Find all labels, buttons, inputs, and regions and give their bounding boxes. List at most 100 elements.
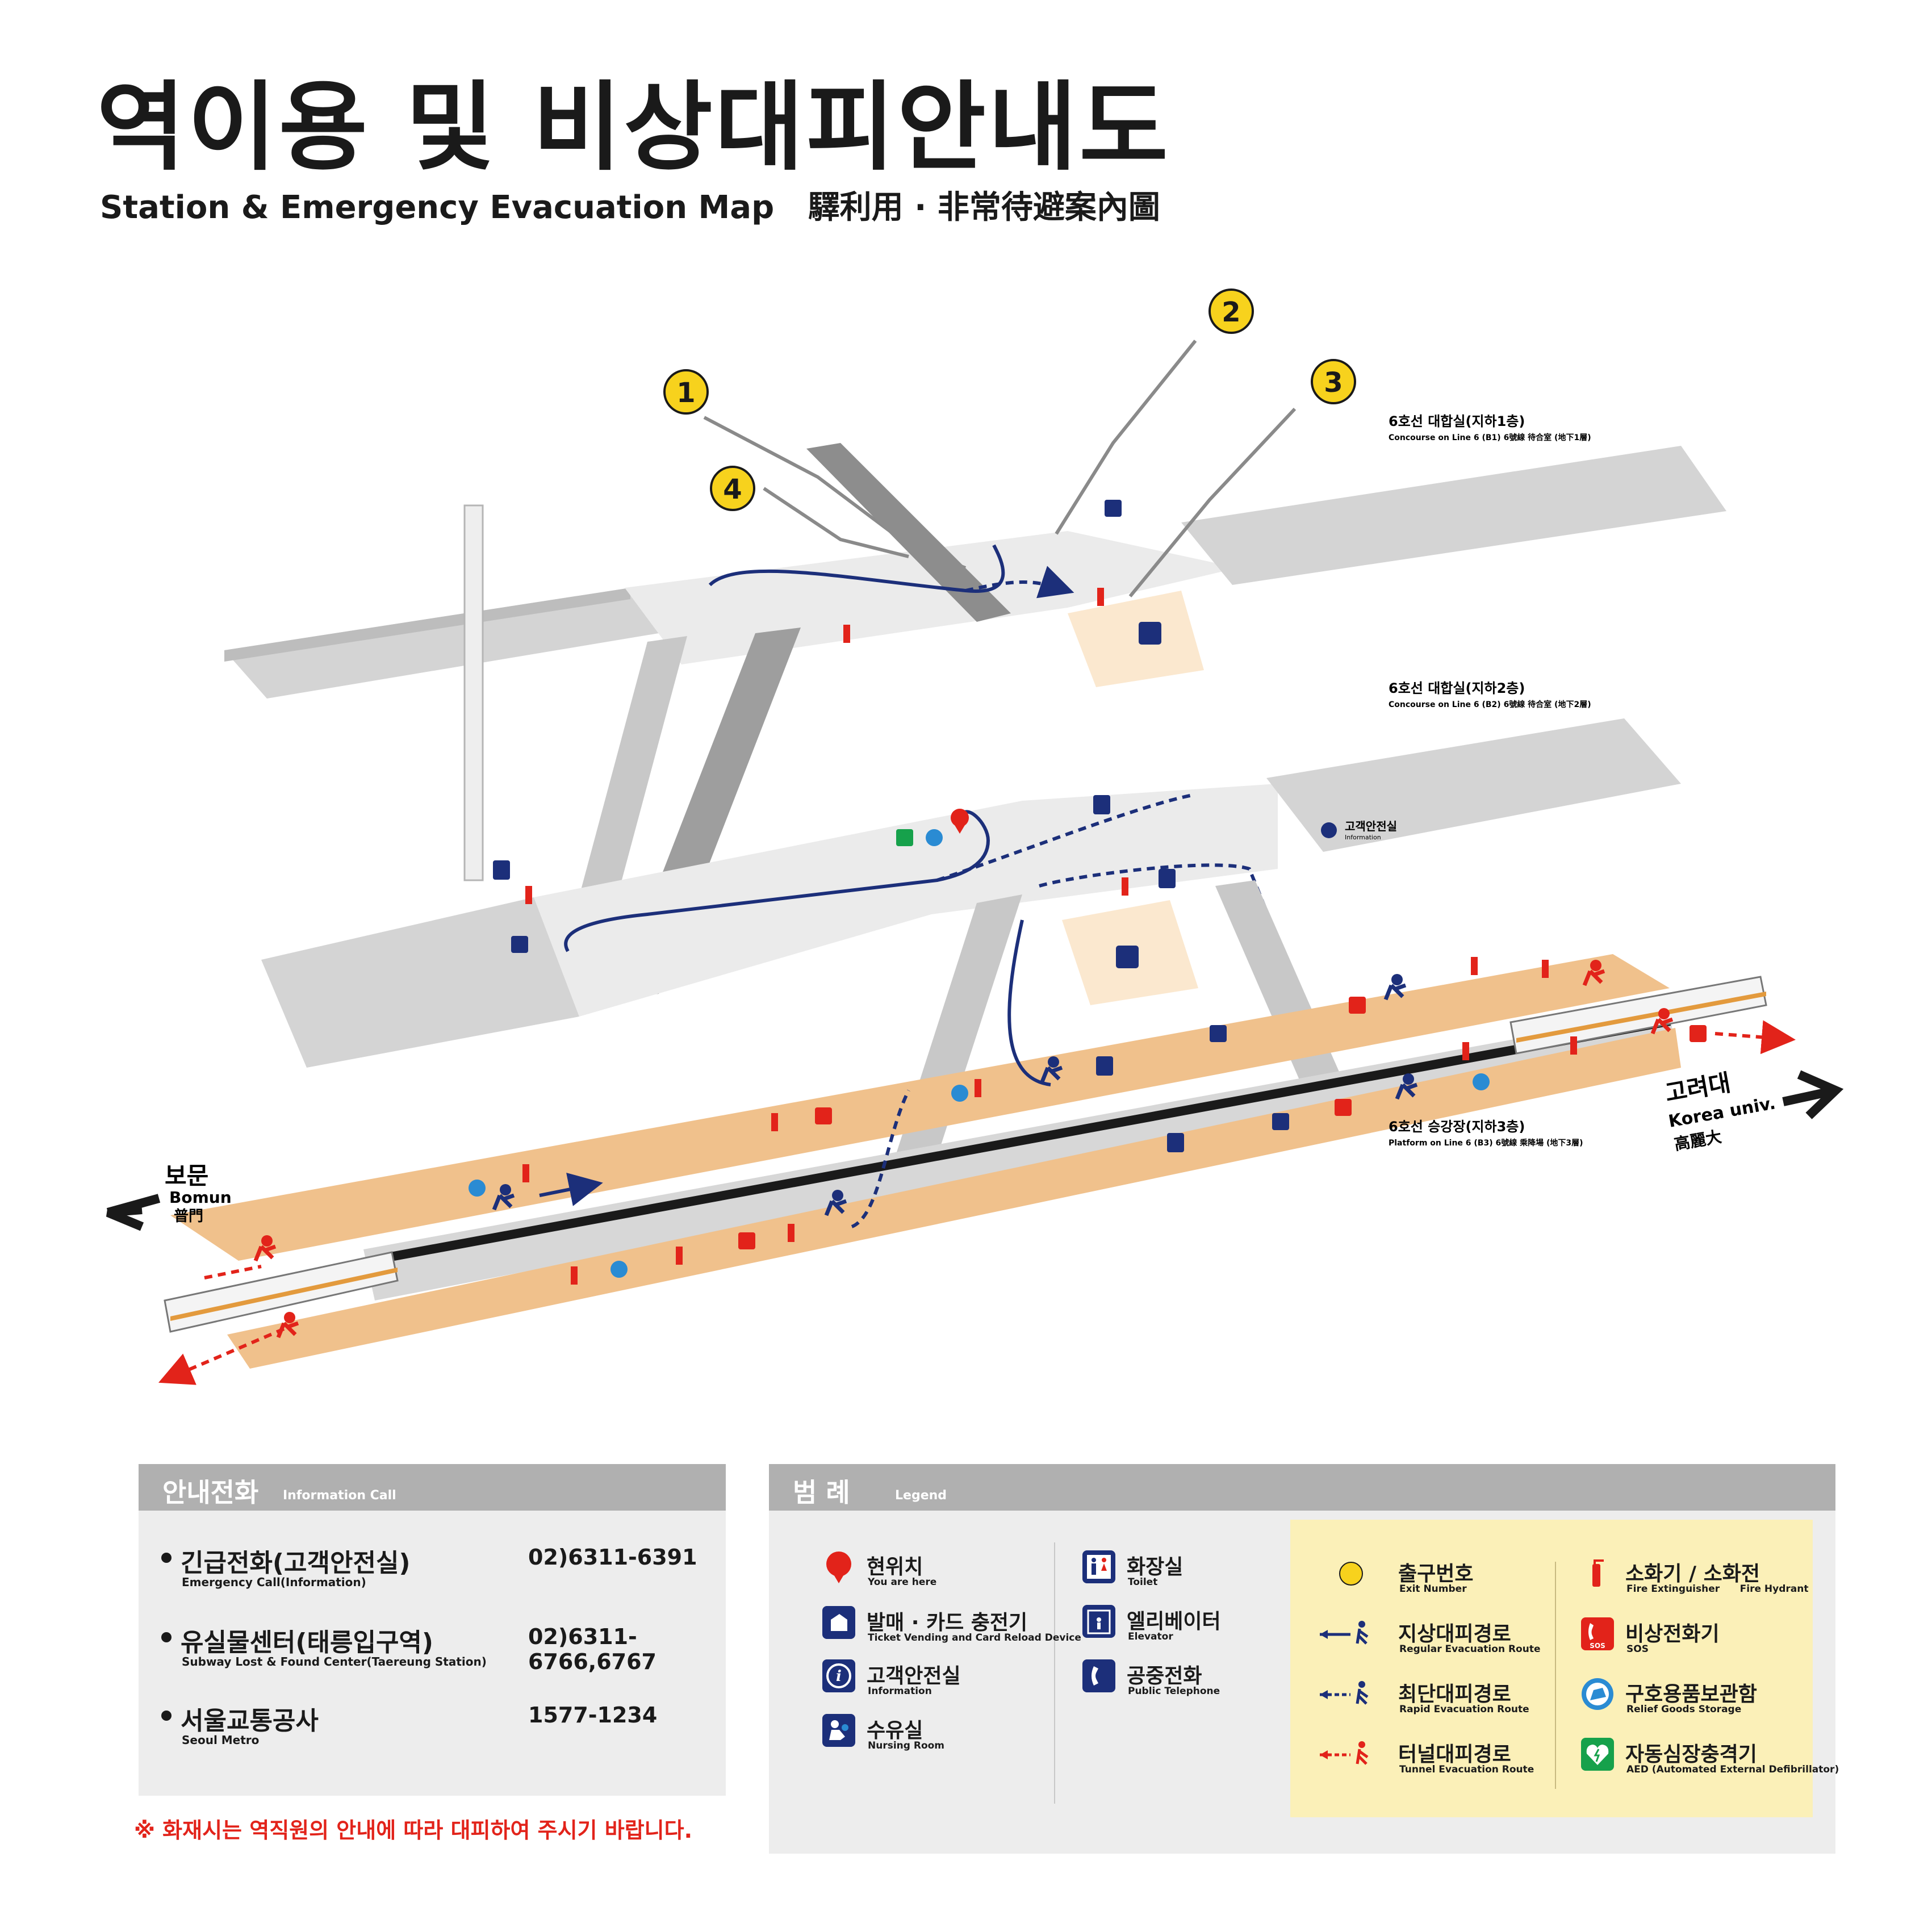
exit-2-marker[interactable]: 2 [1208, 288, 1254, 334]
aed-icon [896, 829, 913, 846]
legend-label: 터널대피경로 [1398, 1743, 1511, 1766]
legend-label: 엘리베이터 [1127, 1610, 1221, 1633]
tunnel-evacuee-figure-icon [1650, 1008, 1674, 1035]
concourse-b1 [224, 446, 1726, 699]
evacuee-figure-icon [492, 1184, 515, 1211]
legend-sublabel: You are here [868, 1576, 937, 1588]
legend-header: 범 례 Legend [769, 1464, 1835, 1511]
b3-sublabel: Platform on Line 6 (B3) 6號線 乘降場 (地下3層) [1389, 1138, 1583, 1148]
regular-route-b2 [564, 810, 990, 952]
subtitle-english: Station & Emergency Evacuation Map [100, 189, 775, 226]
exit-1-marker[interactable]: 1 [663, 369, 709, 415]
toilet-icon [1082, 1550, 1115, 1583]
exit-4-label: 4 [723, 474, 742, 505]
tunnel-evacuation-route-icon [1320, 1741, 1369, 1765]
info-call-label: 긴급전화(고객안전실) [181, 1549, 411, 1578]
legend-label: 비상전화기 [1625, 1622, 1720, 1646]
fire-notice: ※ 화재시는 역직원의 안내에 따라 대피하여 주시기 바랍니다. [134, 1818, 693, 1843]
info-call-heading-en: Information Call [283, 1488, 396, 1503]
escalator-b1 [806, 443, 1011, 622]
bullet-icon [161, 1553, 172, 1563]
info-call-sublabel: Emergency Call(Information) [182, 1575, 366, 1589]
legend-sublabel: Public Telephone [1128, 1686, 1220, 1697]
legend-sublabel: Ticket Vending and Card Reload Device [868, 1632, 1081, 1644]
elevator-shaft [463, 504, 484, 881]
concourse-b2 [261, 718, 1681, 1068]
legend-sublabel: Fire Extinguisher Fire Hydrant [1626, 1583, 1809, 1595]
fire-extinguisher-icon [1592, 1559, 1604, 1587]
legend-label: 출구번호 [1398, 1562, 1474, 1586]
legend-sublabel: Nursing Room [868, 1740, 945, 1751]
legend-sublabel: Relief Goods Storage [1626, 1704, 1742, 1715]
info-call-item: 유실물센터(태릉입구역) Subway Lost & Found Center(… [161, 1622, 706, 1684]
evacuee-figure-icon [1383, 974, 1407, 1001]
info-call-heading: 안내전화 [162, 1477, 259, 1508]
b1-sublabel: Concourse on Line 6 (B1) 6號線 待合室 (地下1層) [1389, 433, 1591, 442]
sos-phone-icon: SOS [1581, 1617, 1614, 1650]
info-call-sublabel: Subway Lost & Found Center(Taereung Stat… [182, 1655, 487, 1668]
rapid-route-b1 [965, 566, 1074, 599]
legend-sublabel: Tunnel Evacuation Route [1399, 1764, 1534, 1775]
info-call-number[interactable]: 1577-1234 [528, 1703, 658, 1728]
toilet-icon [1116, 946, 1139, 968]
tunnel-evacuee-figure-icon [276, 1312, 299, 1339]
information-room[interactable]: 고객안전실 Information [1321, 819, 1397, 841]
b3-label: 6호선 승강장(지하3층) [1389, 1119, 1525, 1135]
exit-4-marker[interactable]: 4 [710, 466, 755, 511]
legend-sublabel: SOS [1626, 1644, 1649, 1655]
public-telephone-icons [511, 500, 1289, 1130]
evacuee-figure-icon [1395, 1073, 1418, 1100]
info-call-label: 유실물센터(태릉입구역) [181, 1628, 434, 1657]
legend-label: 화장실 [1127, 1555, 1184, 1579]
info-call-number[interactable]: 02)6311-6391 [528, 1545, 697, 1570]
info-call-label: 서울교통공사 [181, 1707, 319, 1736]
legend-label: 자동심장충격기 [1625, 1743, 1757, 1766]
regular-route-b1 [708, 544, 1005, 593]
svg-text:SOS: SOS [1590, 1642, 1605, 1650]
train-right [1509, 976, 1767, 1055]
elevator-icon [1082, 1605, 1115, 1638]
station-map: 1 2 3 4 6호선 대합실(지하1층) Concourse on Line … [106, 288, 1844, 1385]
direction-right-hanja: 高麗大 [1672, 1127, 1722, 1154]
regular-route-b3-stairs [1007, 919, 1051, 1086]
platform-b3 [170, 954, 1681, 1369]
legend-divider [1555, 1562, 1556, 1789]
legend-sublabel: Elevator [1128, 1631, 1173, 1642]
info-call-number[interactable]: 02)6311-6766,6767 [528, 1624, 656, 1674]
exit-3-marker[interactable]: 3 [1311, 359, 1356, 404]
evacuee-figure-icon [1040, 1056, 1063, 1083]
toilet-area-b1 [1068, 591, 1204, 687]
legend-sublabel: Regular Evacuation Route [1399, 1644, 1541, 1655]
elevator-icons [493, 795, 1184, 1152]
tunnel-evacuee-figure-icon [1582, 960, 1605, 986]
svg-text:i: i [836, 1668, 842, 1685]
direction-right-korea-univ[interactable]: 고려대 Korea univ. 高麗大 [1663, 1068, 1844, 1154]
legend-sublabel: AED (Automated External Defibrillator) [1626, 1764, 1839, 1775]
ticket-machine-icon [822, 1606, 855, 1639]
escalator-b1-b2-left [562, 636, 687, 960]
info-call-panel: 긴급전화(고객안전실) Emergency Call(Information) … [139, 1511, 726, 1796]
tunnel-evacuee-figure-icon [253, 1235, 277, 1262]
you-are-here-pin-icon [951, 809, 969, 834]
legend-label: 현위치 [867, 1555, 923, 1579]
info-call-item: 서울교통공사 Seoul Metro 1577-1234 [161, 1700, 706, 1763]
direction-left-en: Bomun [169, 1188, 232, 1207]
rapid-route-b2 [936, 793, 1336, 1080]
legend-sublabel: Toilet [1128, 1576, 1158, 1588]
exit-1-label: 1 [676, 377, 695, 409]
legend-sublabel: Exit Number [1399, 1583, 1467, 1595]
bullet-icon [161, 1711, 172, 1721]
info-call-header: 안내전화 Information Call [139, 1464, 726, 1511]
direction-right-ko: 고려대 [1663, 1068, 1733, 1107]
toilet-icon [1139, 622, 1161, 645]
legend-divider [1054, 1542, 1055, 1804]
rapid-evacuation-route-icon [1320, 1681, 1369, 1705]
info-room-sublabel: Information [1345, 834, 1381, 841]
you-are-here-pin-icon [826, 1552, 851, 1583]
info-call-sublabel: Seoul Metro [182, 1733, 260, 1747]
public-telephone-icon [1082, 1659, 1115, 1692]
information-icon: i [822, 1659, 855, 1692]
direction-left-bomun[interactable]: 보문 Bomun 普門 [106, 1162, 232, 1231]
b2-label: 6호선 대합실(지하2층) [1389, 680, 1525, 696]
legend-sublabel: Rapid Evacuation Route [1399, 1704, 1529, 1715]
